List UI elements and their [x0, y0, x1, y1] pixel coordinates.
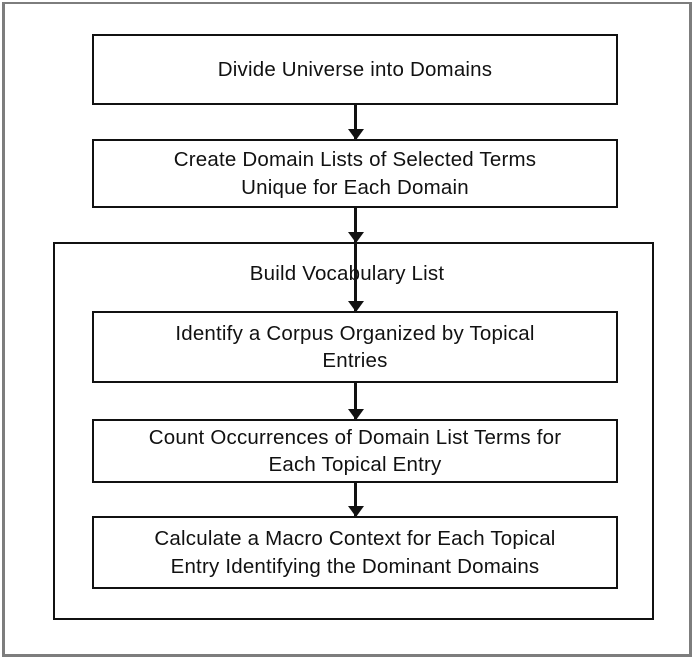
flow-node-label: Create Domain Lists of Selected Terms Un…	[173, 148, 537, 199]
flow-arrow-count-to-calculate	[354, 483, 357, 516]
flow-arrow-create-to-group	[354, 208, 357, 242]
flow-node-label: Calculate a Macro Context for Each Topic…	[154, 527, 556, 578]
flow-node-divide-universe[interactable]: Divide Universe into Domains	[92, 34, 618, 105]
flow-node-label: Divide Universe into Domains	[217, 57, 493, 81]
flow-node-create-domain-lists[interactable]: Create Domain Lists of Selected Terms Un…	[92, 139, 618, 208]
flow-node-label: Count Occurrences of Domain List Terms f…	[148, 425, 562, 476]
flow-arrow-identify-to-count	[354, 383, 357, 419]
flow-node-calculate-macro-context[interactable]: Calculate a Macro Context for Each Topic…	[92, 516, 618, 589]
flow-node-label: Identify a Corpus Organized by Topical E…	[175, 321, 535, 372]
flow-group-title: Build Vocabulary List	[249, 262, 445, 285]
flow-node-count-occurrences[interactable]: Count Occurrences of Domain List Terms f…	[92, 419, 618, 483]
flow-arrow-group-to-identify	[354, 242, 357, 311]
flow-arrow-divide-to-create	[354, 105, 357, 139]
flow-node-identify-corpus[interactable]: Identify a Corpus Organized by Topical E…	[92, 311, 618, 383]
